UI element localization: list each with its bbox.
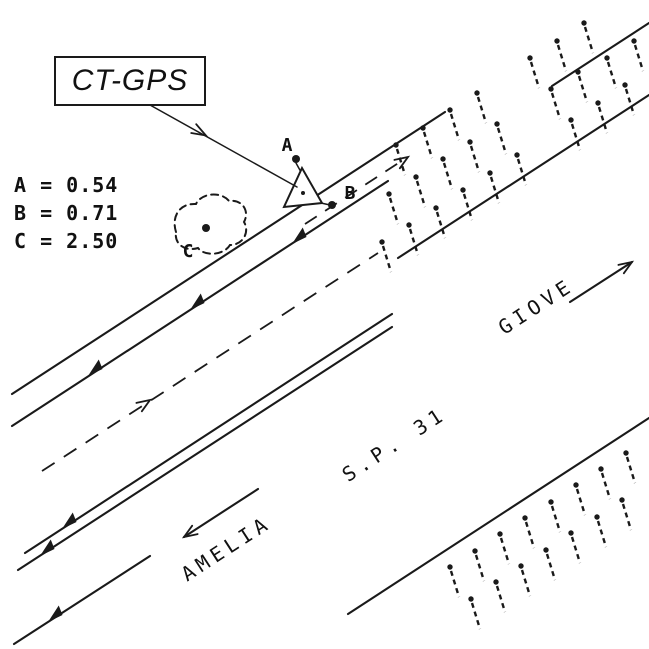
giove-arrow-shaft [568,260,634,304]
survey-station-triangle-icon [282,165,324,209]
vegetation-tick-icon [378,238,393,274]
amelia-arrowhead-icon [181,524,199,539]
barrier-tick-icon [35,539,57,558]
vegetation-tick-icon [467,595,482,631]
point-b-marker [328,201,336,209]
barrier-tick-icon [287,227,309,246]
vegetation-tick-icon [553,37,568,73]
station-center-dot [301,191,305,195]
callout-arrowhead-icon [190,123,209,137]
measurement-list: A = 0.54 B = 0.71 C = 2.50 [14,173,118,253]
ctgps-label: CT-GPS [72,64,189,97]
point-a-marker [292,155,300,163]
vegetation-tick-icon [603,54,618,90]
barrier-tick-icon [83,359,105,378]
point-a-label: A [282,135,293,156]
vegetation-tick-icon [580,19,595,55]
point-c-label: C [183,241,194,262]
barrier-tick-icon [57,512,79,531]
vegetation-hatch-lower [446,449,637,631]
direction-arrow-lower-icon [135,398,153,413]
vegetation-tick-icon [446,563,461,599]
direction-label-giove: GIOVE [494,273,579,340]
vegetation-tick-icon [630,37,645,73]
barrier-tick-icon [43,605,65,624]
vegetation-tick-icon [517,562,532,598]
vegetation-tick-icon [419,124,434,160]
ctgps-callout-box [54,56,206,106]
road-edge-line-double-a [23,312,394,555]
vegetation-hatch-upper [378,19,645,274]
vegetation-tick-icon [526,54,541,90]
vegetation-tick-icon [405,221,420,257]
vegetation-tick-icon [567,529,582,565]
vegetation-tick-icon [521,514,536,550]
road-edge-line-double-b [16,325,394,572]
vegetation-tick-icon [412,173,427,209]
vegetation-tick-icon [622,449,637,485]
measurement-a: A = 0.54 [14,173,118,197]
vegetation-tick-icon [597,465,612,501]
vegetation-tick-icon [385,190,400,226]
vegetation-tick-icon [618,496,633,532]
vegetation-tick-icon [593,513,608,549]
amelia-arrow-shaft [182,487,260,539]
measurement-b: B = 0.71 [14,201,118,225]
vegetation-tick-icon [547,498,562,534]
direction-amelia: AMELIA [177,487,276,586]
direction-label-amelia: AMELIA [177,510,276,586]
lane-centerline-lower [41,252,379,472]
road-edge-line-lower-right [346,416,649,616]
vegetation-tick-icon [542,546,557,582]
measurement-c: C = 2.50 [14,229,118,253]
vegetation-tick-icon [466,138,481,174]
point-c-marker [202,224,210,232]
giove-arrowhead-icon [617,260,635,275]
vegetation-tick-icon [471,547,486,583]
road-edge-line-top-corner [550,21,649,88]
vegetation-tick-icon [574,68,589,104]
vegetation-tick-icon [473,89,488,125]
ctgps-callout: CT-GPS [54,56,298,188]
callout-leader-line [149,104,298,188]
vegetation-tick-icon [493,120,508,156]
road-edge-line-upper [10,110,447,396]
tree-symbol-icon [173,193,248,255]
vegetation-tick-icon [547,85,562,121]
barrier-tick-marks [35,227,309,624]
vegetation-tick-icon [439,155,454,191]
point-b-label: B [345,183,356,204]
road-edge-lines [10,21,649,646]
road-edge-line-corner [12,554,152,646]
barrier-tick-icon [185,293,207,312]
lane-centerline-upper [304,161,401,225]
survey-station-group: A B C [183,135,356,262]
route-label: S.P. 31 [338,402,451,487]
vegetation-tick-icon [572,481,587,517]
vegetation-tick-icon [496,530,511,566]
vegetation-tick-icon [492,578,507,614]
direction-giove: GIOVE [494,260,635,340]
vegetation-tick-icon [459,186,474,222]
vegetation-tick-icon [446,106,461,142]
